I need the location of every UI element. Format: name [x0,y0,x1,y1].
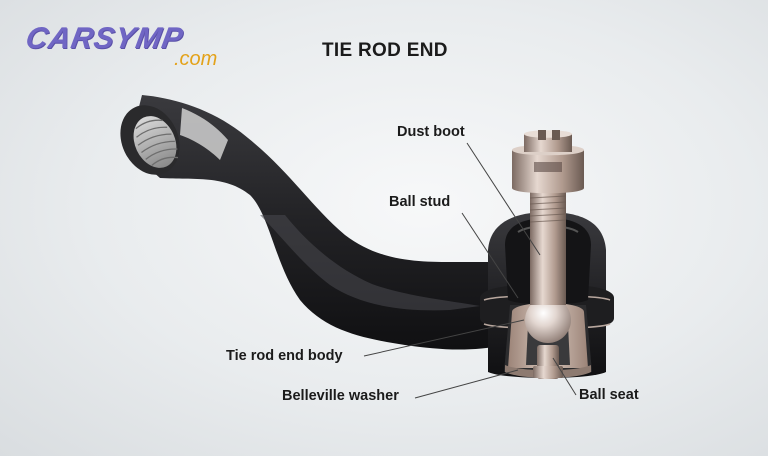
carsymp-logo: CARSYMP .com [23,22,246,72]
label-belleville-washer: Belleville washer [282,388,399,404]
ball-stud [512,130,584,305]
logo-domain: .com [174,48,218,70]
label-tie-rod-end-body: Tie rod end body [226,348,343,364]
tie-rod-arm [120,95,508,350]
label-ball-seat: Ball seat [579,387,639,403]
label-ball-stud: Ball stud [389,194,451,210]
leader-lines [363,142,577,399]
logo-wordmark: CARSYMP [23,22,187,55]
label-dust-boot: Dust boot [397,124,465,140]
diagram-title: TIE ROD END [322,40,448,61]
